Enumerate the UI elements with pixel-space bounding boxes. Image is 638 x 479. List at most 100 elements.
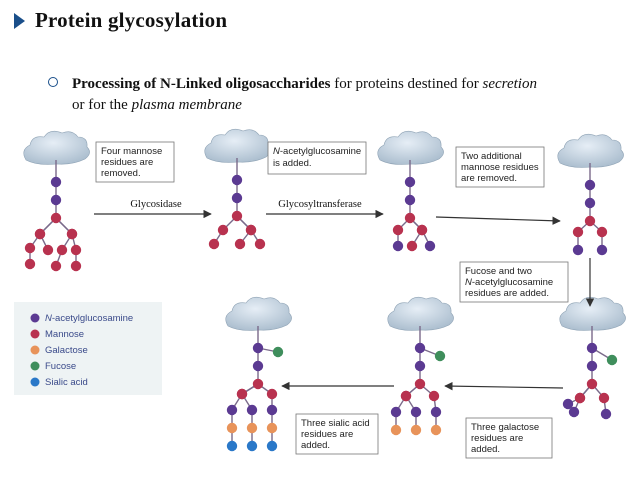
legend-galactose-dot xyxy=(30,345,40,355)
legend-sialic: Sialic acid xyxy=(45,377,88,388)
arrow-step5 xyxy=(444,381,564,391)
undefined-sugar-0-0 xyxy=(392,224,404,236)
secretion-term: secretion xyxy=(482,76,537,92)
undefined-protein-cloud xyxy=(557,133,624,168)
note-boxes: Four mannose residues are removed. N-ace… xyxy=(95,141,569,459)
undefined-glcnac-1 xyxy=(584,179,596,191)
enzyme-glycosyltransferase: Glycosyltransferase xyxy=(278,199,362,210)
undefined-glcnac-1 xyxy=(50,176,62,188)
undefined xyxy=(377,130,444,252)
note-fucose-glcnac-added: Fucose and two N-acetylglucosamine resid… xyxy=(459,261,569,303)
undefined xyxy=(559,296,626,420)
undefined-sugar-2-2 xyxy=(430,424,442,436)
note-glcnac-added: N-acetylglucosamine is added. xyxy=(267,141,367,175)
process-arrows xyxy=(94,209,595,391)
legend-glcnac: N-acetylglucosamine xyxy=(45,313,133,324)
undefined-sugar-1-0 xyxy=(400,390,412,402)
sub-point-bold: Processing of N-Linked oligosaccharides xyxy=(72,76,331,92)
undefined-sugar-0-1 xyxy=(24,242,36,254)
undefined-sugar-1-0 xyxy=(574,392,586,404)
undefined xyxy=(204,128,271,250)
undefined-protein-cloud xyxy=(23,130,90,165)
undefined-sugar-2-1 xyxy=(56,244,68,256)
undefined-sugar-0-0 xyxy=(572,226,584,238)
undefined-sugar-0-2 xyxy=(390,424,402,436)
undefined-mannose-core xyxy=(50,212,62,224)
svg-text:N-acetylglucosamine: N-acetylglucosamine xyxy=(273,146,361,157)
undefined-sugar-2-0 xyxy=(416,224,428,236)
undefined-protein-cloud xyxy=(204,128,271,163)
undefined-sugar-1-1 xyxy=(410,406,422,418)
undefined-glcnac-1 xyxy=(252,342,264,354)
undefined-mannose-core xyxy=(414,378,426,390)
undefined-sugar-2-1 xyxy=(254,238,266,250)
undefined-sugar-2-2 xyxy=(266,422,278,434)
undefined-fucose xyxy=(606,354,618,366)
undefined-sugar-3-0 xyxy=(66,228,78,240)
undefined-sugar-0-1 xyxy=(568,406,580,418)
svg-text:Four mannose: Four mannose xyxy=(101,146,162,157)
legend: N-acetylglucosamine Mannose Galactose Fu… xyxy=(14,302,162,395)
undefined-sugar-0-2 xyxy=(226,422,238,434)
undefined-fucose xyxy=(434,350,446,362)
undefined-protein-cloud xyxy=(377,130,444,165)
svg-text:Three sialic acid: Three sialic acid xyxy=(301,418,370,429)
undefined-mannose-core xyxy=(404,212,416,224)
undefined-sugar-1-1 xyxy=(246,404,258,416)
svg-text:mannose residues: mannose residues xyxy=(461,162,539,173)
svg-text:added.: added. xyxy=(301,440,330,451)
legend-fucose-dot xyxy=(30,361,40,371)
undefined-sugar-0-1 xyxy=(392,240,404,252)
legend-sialic-dot xyxy=(30,377,40,387)
undefined-sugar-1-3 xyxy=(246,440,258,452)
undefined-sugar-1-0 xyxy=(236,388,248,400)
undefined-protein-cloud xyxy=(225,296,292,331)
arrow-bullet-icon xyxy=(14,12,25,29)
undefined-sugar-3-2 xyxy=(70,260,82,272)
legend-galactose: Galactose xyxy=(45,345,88,356)
note-four-mannose-removed: Four mannose residues are removed. xyxy=(95,141,175,183)
undefined-fucose xyxy=(272,346,284,358)
undefined-sugar-2-2 xyxy=(50,260,62,272)
undefined-glcnac-1 xyxy=(586,342,598,354)
undefined-sugar-3-1 xyxy=(70,244,82,256)
undefined-sugar-1-1 xyxy=(234,238,246,250)
slide-heading: Protein glycosylation xyxy=(14,8,227,33)
undefined-sugar-0-2 xyxy=(24,258,36,270)
undefined-mannose-core xyxy=(252,378,264,390)
heading-title: Protein glycosylation xyxy=(35,8,228,32)
undefined-sugar-2-1 xyxy=(600,408,612,420)
undefined-protein-cloud xyxy=(559,296,626,331)
note-galactose-added: Three galactose residues are added. xyxy=(465,417,553,459)
undefined-mannose-core xyxy=(584,215,596,227)
undefined-sugar-2-3 xyxy=(266,440,278,452)
undefined xyxy=(225,296,292,452)
undefined-sugar-2-0 xyxy=(428,390,440,402)
undefined xyxy=(23,130,90,272)
undefined-protein-cloud xyxy=(387,296,454,331)
undefined-glcnac-2 xyxy=(404,194,416,206)
undefined-sugar-1-1 xyxy=(406,240,418,252)
undefined-sugar-0-1 xyxy=(572,244,584,256)
legend-mannose: Mannose xyxy=(45,329,84,340)
glycan-structures xyxy=(23,128,626,452)
undefined-glcnac-2 xyxy=(414,360,426,372)
svg-text:is added.: is added. xyxy=(273,158,312,169)
legend-fucose: Fucose xyxy=(45,361,76,372)
undefined-glcnac-2 xyxy=(231,192,243,204)
svg-text:removed.: removed. xyxy=(101,168,141,179)
svg-text:residues are: residues are xyxy=(471,433,523,444)
legend-mannose-dot xyxy=(30,329,40,339)
svg-text:residues are added.: residues are added. xyxy=(465,288,549,299)
svg-text:residues are: residues are xyxy=(101,157,153,168)
undefined-sugar-2-0 xyxy=(598,392,610,404)
sub-point-text2: or for the xyxy=(72,97,132,113)
undefined-glcnac-1 xyxy=(404,176,416,188)
svg-text:are removed.: are removed. xyxy=(461,173,517,184)
svg-text:N-acetylglucosamine: N-acetylglucosamine xyxy=(465,277,553,288)
undefined-sugar-0-1 xyxy=(208,238,220,250)
svg-text:added.: added. xyxy=(471,444,500,455)
undefined-sugar-1-2 xyxy=(246,422,258,434)
svg-text:Two additional: Two additional xyxy=(461,151,522,162)
undefined-sugar-2-0 xyxy=(245,224,257,236)
